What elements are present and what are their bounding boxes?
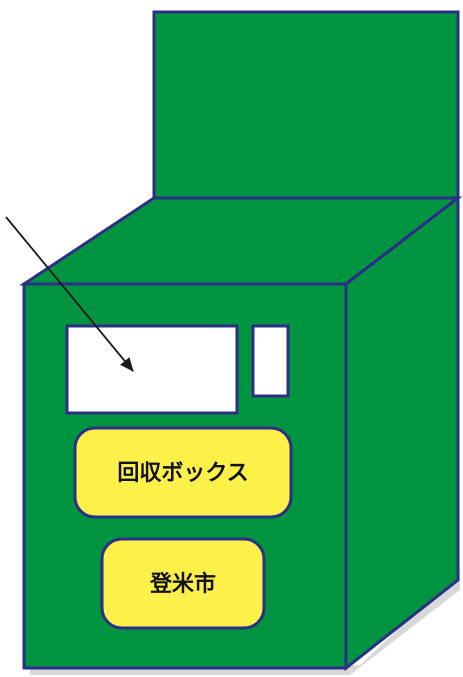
city-label: 登米市 <box>149 571 216 597</box>
collection-box-label: 回収ボックス <box>117 461 248 486</box>
city-label-plate <box>100 537 266 630</box>
back-panel <box>152 10 460 200</box>
side-slot <box>251 324 290 398</box>
collection-box-label-plate <box>73 426 293 519</box>
insertion-slot <box>65 324 239 415</box>
pointer-arrow <box>5 216 134 372</box>
